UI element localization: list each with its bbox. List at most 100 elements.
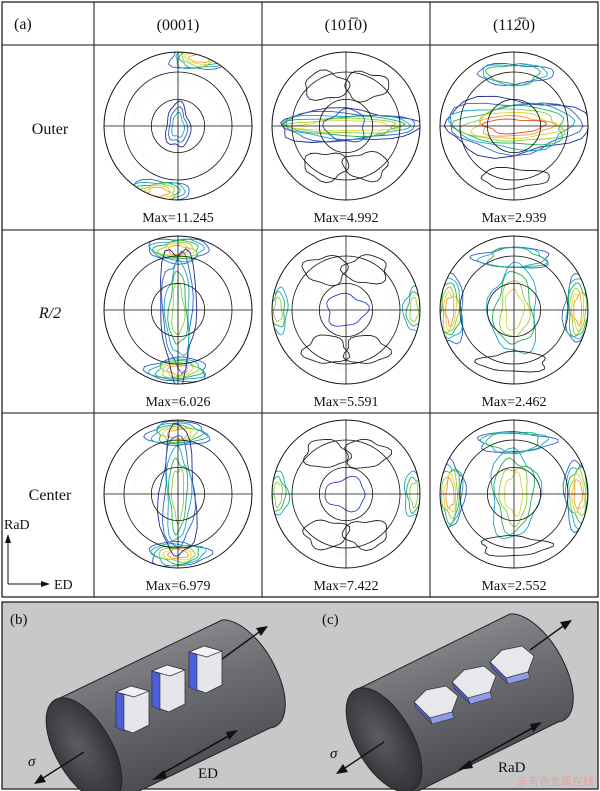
hcp-crystal (451, 665, 497, 705)
direction-label-c: RaD (498, 760, 526, 776)
pole-figure (439, 51, 589, 201)
contour-line (153, 544, 200, 566)
contour-line (272, 286, 289, 336)
contour-line (178, 52, 224, 69)
watermark: @有色金属在线 (517, 774, 594, 788)
pole-figure (271, 419, 421, 569)
contour-line (342, 334, 392, 364)
ed-axis-label: ED (54, 578, 73, 593)
rad-arrowhead (458, 760, 473, 770)
stress-arrow-in (341, 741, 385, 771)
crystal-basal-face (151, 670, 161, 711)
contour-line (482, 64, 549, 87)
contour-line (440, 463, 464, 529)
contour-line (440, 468, 460, 526)
cylinder-end-cap (45, 697, 123, 791)
contour-line (479, 431, 549, 454)
hcp-crystal (187, 645, 224, 694)
ed-arrowhead (226, 730, 238, 740)
contour-line (300, 334, 350, 364)
hcp-crystal (413, 685, 459, 725)
contour-line (167, 548, 190, 559)
rad-axis-arrowhead (5, 534, 11, 543)
contour-line (151, 239, 199, 260)
column-header-11-20: (112̅0) (493, 17, 535, 34)
crystal-side (505, 671, 531, 685)
stress-arrowhead-in (336, 764, 348, 774)
contour-line (339, 254, 387, 285)
contour-line (160, 361, 200, 379)
ed-axis-arrowhead (41, 581, 50, 587)
max-value-r-half-10-10: Max=5.591 (313, 395, 378, 410)
contour-line (486, 247, 545, 269)
stress-arrow-in (39, 751, 85, 781)
contour-line (484, 63, 542, 86)
contour-line (476, 246, 549, 268)
crystal-top (187, 645, 224, 658)
contour-line (480, 535, 554, 557)
panel-b-label: (b) (10, 612, 28, 628)
row-label-r-half: R/2 (38, 305, 61, 322)
max-value-center-10-10: Max=7.422 (313, 579, 378, 594)
pole-figure (103, 235, 253, 385)
contour-line (147, 358, 207, 381)
crystal-basal-face (188, 651, 198, 692)
contour-line (305, 69, 351, 101)
crystal-top (150, 664, 187, 677)
crystal-side (429, 711, 455, 725)
rad-axis-label: RaD (4, 518, 30, 533)
stress-arrowhead-in (34, 774, 46, 784)
contour-line (480, 166, 550, 191)
stress-arrow-out (217, 629, 263, 663)
contour-line (148, 238, 206, 263)
crystal-basal-face (115, 691, 125, 732)
ed-direction-arrow (157, 733, 233, 777)
stress-arrow-out (529, 623, 567, 651)
max-value-r-half-0001: Max=6.026 (145, 395, 210, 410)
max-value-outer-10-10: Max=4.992 (313, 211, 378, 226)
panel-c-label: (c) (322, 612, 339, 628)
rad-arrowhead (530, 722, 542, 732)
stress-arrowhead-out (256, 626, 268, 636)
contour-line (162, 427, 192, 442)
column-header-10-10: (101̅0) (325, 17, 368, 34)
contour-line (156, 241, 198, 258)
contour-line (473, 350, 546, 373)
contour-line (302, 438, 352, 468)
hcp-crystal (150, 664, 187, 713)
contour-line (485, 431, 539, 455)
contour-line (166, 365, 188, 376)
crystal-side (467, 691, 493, 705)
contour-line (469, 246, 550, 269)
contour-line (341, 520, 388, 551)
stress-arrowhead-out (560, 620, 572, 630)
stress-label-c: σ (330, 746, 338, 762)
contour-line (167, 52, 233, 70)
pole-figure (439, 419, 589, 569)
axis-indicator: RaD ED (4, 518, 73, 593)
contour-line (344, 70, 390, 103)
direction-label-b: ED (198, 766, 218, 782)
row-label-center: Center (29, 487, 72, 504)
pole-figure-table: (a) (0001) (101̅0) (112̅0) Outer R/2 Cen… (1, 1, 599, 598)
max-value-r-half-11-20: Max=2.462 (481, 395, 546, 410)
max-value-outer-11-20: Max=2.939 (481, 211, 546, 226)
contour-line (158, 545, 196, 563)
max-value-outer-0001: Max=11.245 (142, 211, 214, 226)
pole-figure (271, 235, 421, 385)
contour-line (304, 152, 350, 184)
max-value-center-11-20: Max=2.552 (481, 579, 546, 594)
pole-figure (271, 51, 421, 201)
contour-line (440, 277, 464, 339)
contour-line (162, 546, 192, 561)
cylinder-diagram-b: σ ED (28, 619, 286, 791)
pole-figure (103, 51, 253, 201)
column-header-0001: (0001) (157, 17, 200, 34)
pole-figures (103, 51, 589, 569)
contour-line (143, 420, 211, 446)
hcp-crystal (114, 685, 151, 734)
stress-label-b: σ (28, 754, 36, 770)
panel-a-label: (a) (14, 16, 32, 33)
row-label-outer: Outer (32, 121, 69, 138)
